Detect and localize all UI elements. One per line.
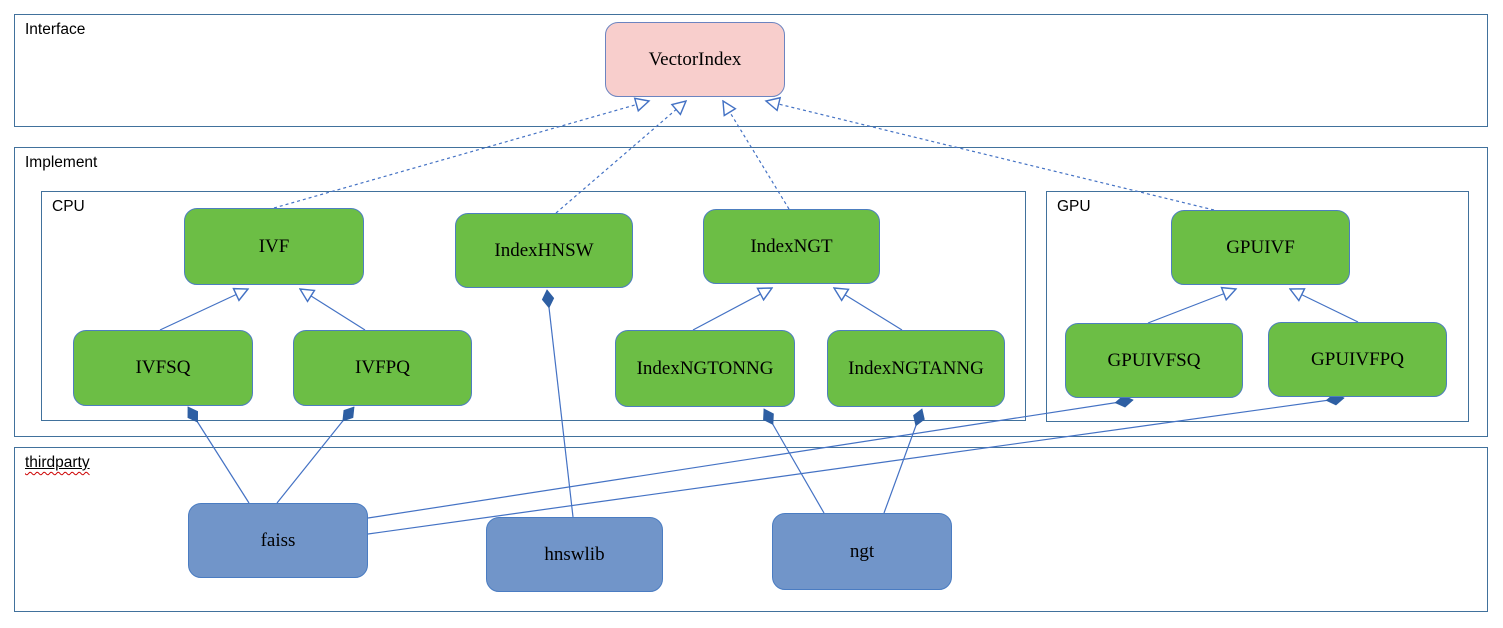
node-ivfpq-label: IVFPQ: [355, 357, 410, 378]
node-indexngtonng-label: IndexNGTONNG: [636, 357, 774, 379]
node-indexngtonng[interactable]: IndexNGTONNG: [615, 330, 795, 407]
edge-gpuivfsq-to-gpuivf: [1147, 289, 1236, 324]
thirdparty-container: thirdparty: [14, 447, 1488, 612]
node-vectorindex-label: VectorIndex: [648, 48, 742, 70]
node-ivfsq-label: IVFSQ: [135, 357, 191, 378]
node-gpuivfsq[interactable]: GPUIVFSQ: [1065, 323, 1243, 398]
node-gpuivf-label: GPUIVF: [1226, 236, 1295, 258]
node-ivfpq[interactable]: IVFPQ: [293, 330, 472, 406]
edge-ivfsq-to-ivf: [159, 289, 248, 331]
edge-gpuivfpq-to-gpuivf: [1290, 289, 1359, 323]
edge-ivf-to-vectorindex: [273, 101, 649, 209]
edge-indexhnsw-to-vectorindex: [555, 101, 686, 214]
edge-faiss-to-ivfsq: [187, 406, 250, 504]
implement-label: Implement: [25, 154, 98, 171]
node-ivfsq[interactable]: IVFSQ: [73, 330, 253, 406]
node-indexngt[interactable]: IndexNGT: [703, 209, 880, 284]
edge-indexngt-to-vectorindex: [723, 101, 790, 210]
edge-faiss-to-gpuivfpq: [367, 393, 1345, 535]
node-indexhnsw[interactable]: IndexHNSW: [455, 213, 633, 288]
edge-ngt-to-indexngtanng: [883, 408, 925, 514]
thirdparty-label: thirdparty: [25, 454, 90, 471]
node-gpuivfpq[interactable]: GPUIVFPQ: [1268, 322, 1447, 397]
node-gpuivf[interactable]: GPUIVF: [1171, 210, 1350, 285]
gpu-container: GPU: [1046, 191, 1469, 422]
edge-gpuivf-to-vectorindex: [766, 101, 1215, 211]
node-vectorindex[interactable]: VectorIndex: [605, 22, 785, 97]
node-indexhnsw-label: IndexHNSW: [494, 239, 594, 261]
edge-indexngtanng-to-indexngt: [834, 288, 903, 331]
edge-ivfpq-to-ivf: [300, 289, 366, 331]
node-ivf[interactable]: IVF: [184, 208, 364, 285]
node-gpuivfpq-label: GPUIVFPQ: [1311, 348, 1404, 370]
gpu-label: GPU: [1057, 198, 1091, 215]
edge-faiss-to-gpuivfsq: [367, 395, 1134, 519]
node-ivf-label: IVF: [258, 235, 290, 257]
edge-hnswlib-to-indexhnsw: [541, 289, 574, 518]
node-indexngt-label: IndexNGT: [750, 235, 833, 257]
edge-indexngtonng-to-indexngt: [692, 288, 772, 331]
node-indexngtanng-label: IndexNGTANNG: [848, 357, 984, 379]
cpu-label: CPU: [52, 198, 85, 215]
node-hnswlib-label: hnswlib: [544, 543, 605, 565]
node-indexngtanng[interactable]: IndexNGTANNG: [827, 330, 1005, 407]
interface-container: Interface: [14, 14, 1488, 127]
node-ngt-label: ngt: [849, 540, 875, 562]
cpu-container: CPU: [41, 191, 1026, 421]
node-hnswlib[interactable]: hnswlib: [486, 517, 663, 592]
node-ngt[interactable]: ngt: [772, 513, 952, 590]
interface-label: Interface: [25, 21, 86, 38]
node-faiss-label: faiss: [260, 529, 296, 551]
node-faiss[interactable]: faiss: [188, 503, 368, 578]
edge-ngt-to-indexngtonng: [763, 408, 825, 514]
edge-faiss-to-ivfpq: [276, 406, 355, 504]
node-gpuivfsq-label: GPUIVFSQ: [1107, 349, 1201, 371]
